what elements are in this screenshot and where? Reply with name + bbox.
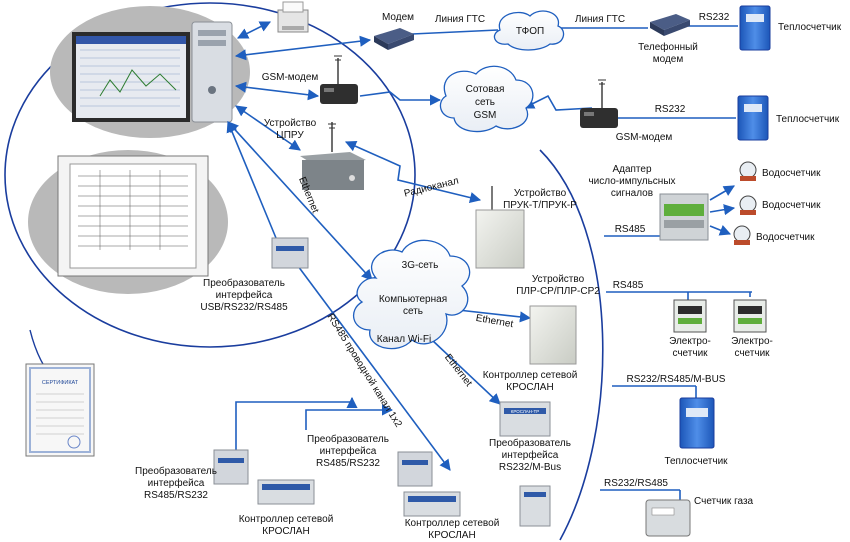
cpru-line-1: Устройство [264, 118, 317, 129]
adapter-line-3: сигналов [611, 188, 653, 199]
phone-modem-device [650, 14, 690, 36]
heat-meter-1-icon [739, 5, 771, 51]
radio-channel-label: Радиоканал [403, 175, 460, 199]
heat-meter-3-label: Теплосчетчик [664, 456, 728, 467]
electro-2-line-1: Электро- [731, 336, 773, 347]
converter-mbus-line-2: интерфейса [502, 449, 559, 461]
usb-converter-device [271, 237, 309, 269]
electro-1-line-2: счетчик [672, 348, 708, 359]
rs485-2-label: RS485 [613, 280, 644, 291]
cellular-line-1: Сотовая [466, 84, 505, 95]
computer-net-line-1: Компьютерная [379, 294, 447, 305]
kroslan-controller-device-2 [257, 479, 315, 505]
gas-meter-icon [645, 499, 691, 537]
converter-485-device-b [397, 451, 433, 487]
cpru-line-2: ЦПРУ [276, 130, 304, 141]
plr-line-1: Устройство [532, 274, 585, 285]
workstation [72, 21, 233, 123]
links [226, 21, 752, 500]
tfop-label: ТФОП [516, 26, 544, 37]
plr-device [529, 305, 577, 365]
certificate-title: СЕРТИФИКАТ [42, 380, 79, 386]
computer-network-cloud: 3G-сеть Компьютерная сеть Канал Wi-Fi [352, 239, 471, 350]
electro-2-line-2: счетчик [734, 348, 770, 359]
modem-device [374, 28, 414, 50]
rs232-top-label: RS232 [699, 12, 730, 23]
adapter-line-2: число-импульсных [588, 176, 675, 187]
kroslan-3-line-1: Контроллер сетевой [405, 518, 500, 529]
kroslan-3-line-2: КРОСЛАН [428, 530, 475, 541]
electro-meter-2-icon [733, 299, 767, 333]
converter-485-b-line-1: Преобразователь [307, 433, 389, 445]
mbus-converter-device [519, 485, 551, 527]
water-meter-1-icon [739, 161, 757, 181]
kroslan-2-line-2: КРОСЛАН [262, 526, 309, 537]
phone-modem-line-1: Телефонный [638, 41, 698, 53]
kroslan-1-line-2: КРОСЛАН [506, 382, 553, 393]
water-meter-1-label: Водосчетчик [762, 168, 821, 179]
electro-meter-1-icon [673, 299, 707, 333]
water-meter-2-label: Водосчетчик [762, 200, 821, 211]
gsm-modem-device-2 [580, 79, 618, 128]
converter-usb-line-3: USB/RS232/RS485 [200, 302, 288, 313]
kroslan-controller-device-3 [403, 491, 461, 517]
pruk-line-1: Устройство [514, 188, 567, 199]
ethernet-3-label: Ethernet [442, 352, 474, 389]
converter-mbus-line-3: RS232/M-Bus [499, 462, 561, 473]
converter-485-a-line-3: RS485/RS232 [144, 490, 208, 501]
gsm-modem-2-label: GSM-модем [616, 132, 673, 143]
gsm-modem-1-label: GSM-модем [262, 72, 319, 83]
phone-modem-line-2: модем [653, 54, 684, 65]
heat-meter-3-icon [679, 397, 715, 449]
right-arc [539, 149, 604, 541]
adapter-device [659, 193, 709, 241]
computer-net-line-2: сеть [403, 306, 423, 317]
converter-485-a-line-2: интерфейса [148, 477, 205, 489]
converter-485-device-a [213, 449, 249, 485]
electro-1-line-1: Электро- [669, 336, 711, 347]
heat-meter-2-label: Теплосчетчик [776, 114, 840, 125]
cellular-line-3: GSM [474, 110, 497, 121]
converter-usb-line-2: интерфейса [216, 289, 273, 301]
converter-mbus-line-1: Преобразователь [489, 437, 571, 449]
line-gts-1-label: Линия ГТС [435, 14, 485, 25]
pruk-line-2: ПРУК-Т/ПРУК-Р [503, 200, 577, 211]
kroslan-brand-1: КРОСЛАН-ТР [511, 409, 540, 414]
gsm-modem-device-1 [320, 55, 358, 104]
water-meter-3-icon [733, 225, 751, 245]
heat-meter-1-label: Теплосчетчик [778, 22, 842, 33]
cpru-device [300, 122, 366, 190]
gas-meter-label: Счетчик газа [694, 496, 754, 507]
kroslan-2-line-1: Контроллер сетевой [239, 514, 334, 525]
converter-485-a-line-1: Преобразователь [135, 465, 217, 477]
certificate-icon: СЕРТИФИКАТ [25, 363, 95, 457]
water-meter-2-icon [739, 195, 757, 215]
bus-m-label: RS232/RS485/M-BUS [627, 374, 726, 385]
kroslan-1-line-1: Контроллер сетевой [483, 370, 578, 381]
plr-line-2: ПЛР-СР/ПЛР-СР2 [516, 286, 600, 297]
cellular-line-2: сеть [475, 97, 495, 108]
pruk-device [475, 186, 525, 269]
adapter-line-1: Адаптер [612, 164, 652, 175]
tfop-cloud: ТФОП [493, 10, 565, 51]
water-meter-3-label: Водосчетчик [756, 232, 815, 243]
report-document [57, 155, 209, 277]
gsm-cloud: Сотовая сеть GSM [439, 65, 534, 133]
converter-485-b-line-3: RS485/RS232 [316, 458, 380, 469]
converter-485-b-line-2: интерфейса [320, 445, 377, 457]
heat-meter-2-icon [737, 95, 769, 141]
wifi-label: Канал Wi-Fi [377, 334, 431, 345]
line-gts-2-label: Линия ГТС [575, 14, 625, 25]
kroslan-controller-device-1: КРОСЛАН-ТР [499, 401, 551, 437]
converter-usb-line-1: Преобразователь [203, 277, 285, 289]
modem-label: Модем [382, 12, 414, 23]
net-3g-label: 3G-сеть [402, 260, 439, 271]
rs232-gsm-label: RS232 [655, 104, 686, 115]
printer-icon [277, 1, 309, 33]
rs232-485-gas-label: RS232/RS485 [604, 478, 668, 489]
rs485-1-label: RS485 [615, 224, 646, 235]
